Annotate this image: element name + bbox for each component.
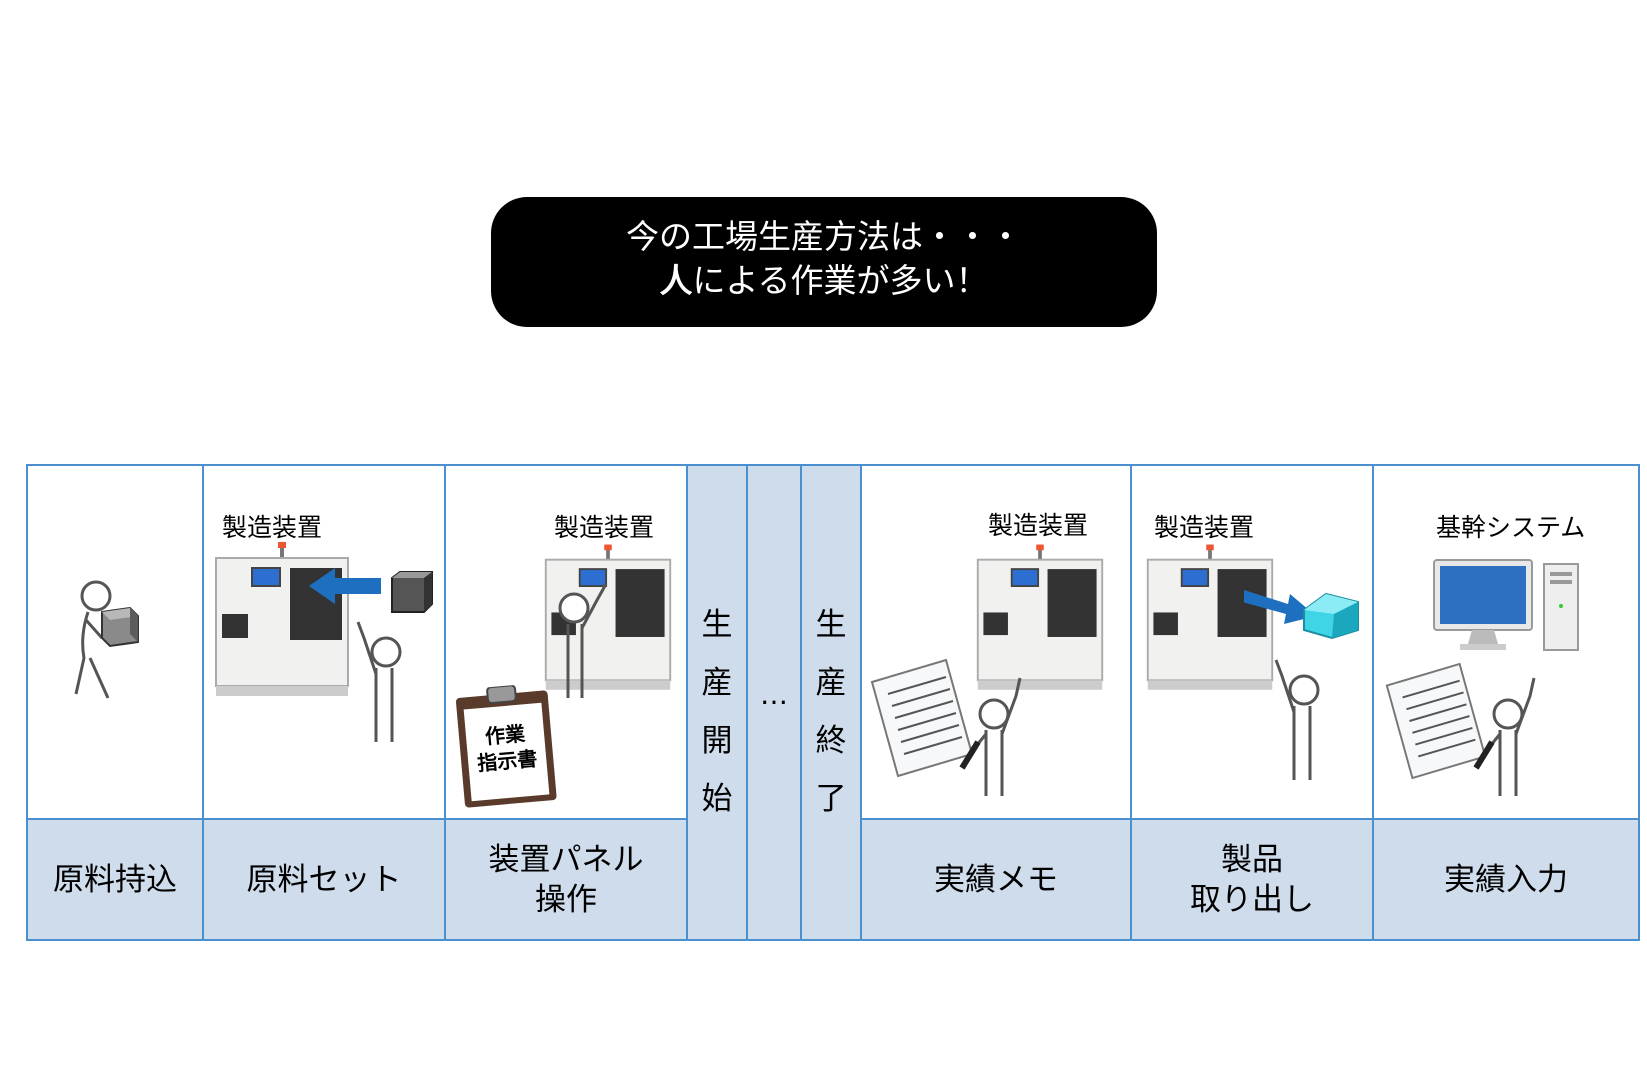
production-start-column: 生 産 開 始 (686, 464, 748, 941)
worker-carrying-box-icon (68, 576, 168, 706)
work-instruction-clipboard: 作業 指示書 (453, 682, 559, 810)
headline-emphasis: 人 (659, 261, 693, 300)
product-removal-caption: 製造装置 (1154, 513, 1255, 542)
record-input-label-text: 実績入力 (1444, 861, 1568, 898)
memo-paper-icon (868, 658, 978, 778)
production-start-char-3: 開 (701, 723, 733, 759)
headline-line-2-rest: による作業が多い！ (692, 261, 989, 300)
product-removal-label-line-1: 製品 (1221, 841, 1283, 878)
step-record-input-illustration: 基幹システム (1372, 464, 1640, 820)
clipboard-line-2: 指示書 (476, 746, 539, 776)
headline-line-2: 人による作業が多い！ (491, 259, 1157, 303)
product-removal-label-line-2: 取り出し (1190, 881, 1314, 918)
step-record-input-label: 実績入力 (1372, 818, 1640, 941)
step-record-memo-label: 実績メモ (860, 818, 1132, 941)
step-2-caption: 製造装置 (222, 513, 323, 542)
step-3-caption: 製造装置 (554, 513, 655, 542)
output-arrow-icon (1244, 580, 1316, 626)
step-3-label-line-1: 装置パネル (488, 841, 644, 878)
step-1-label-text: 原料持込 (53, 861, 177, 898)
step-2-label: 原料セット (202, 818, 446, 941)
record-input-caption: 基幹システム (1436, 513, 1586, 542)
production-end-char-4: 了 (815, 781, 847, 817)
insert-arrow-icon (309, 564, 381, 608)
worker-raising-hand-icon (1272, 656, 1332, 784)
clipboard-line-1: 作業 (484, 721, 527, 749)
production-start-char-1: 生 (701, 607, 733, 643)
step-1-label: 原料持込 (26, 818, 204, 941)
headline-banner: 今の工場生産方法は・・・ 人による作業が多い！ (491, 197, 1157, 327)
raw-material-box-icon (390, 570, 434, 614)
step-product-removal-illustration: 製造装置 (1130, 464, 1374, 820)
production-end-char-3: 終 (815, 723, 847, 759)
production-start-char-2: 産 (701, 665, 733, 701)
manufacturing-machine-icon (974, 542, 1106, 698)
step-2-illustration: 製造装置 (202, 464, 446, 820)
record-memo-label-text: 実績メモ (934, 861, 1058, 898)
worker-raising-hand-icon (354, 618, 414, 746)
step-3-label: 装置パネル 操作 (444, 818, 688, 941)
step-product-removal-label: 製品 取り出し (1130, 818, 1374, 941)
headline-line-1: 今の工場生産方法は・・・ (626, 217, 1022, 256)
worker-writing-icon (1472, 672, 1544, 800)
production-end-char-2: 産 (815, 665, 847, 701)
manufacturing-machine-icon (1144, 542, 1276, 698)
ellipsis-text: … (760, 678, 788, 711)
ellipsis-column: … (746, 464, 802, 941)
step-2-label-text: 原料セット (246, 861, 402, 898)
production-end-char-1: 生 (815, 607, 847, 643)
step-3-label-line-2: 操作 (535, 881, 597, 918)
process-flow-table: 原料持込 製造装置 (26, 464, 1640, 941)
step-record-memo-illustration: 製造装置 (860, 464, 1132, 820)
production-end-column: 生 産 終 了 (800, 464, 862, 941)
record-memo-caption: 製造装置 (988, 511, 1089, 540)
computer-terminal-icon (1432, 558, 1582, 654)
worker-touching-panel-icon (552, 578, 610, 702)
step-3-illustration: 製造装置 (444, 464, 688, 820)
worker-writing-icon (958, 672, 1030, 800)
finished-product-icon (1300, 590, 1362, 640)
production-start-char-4: 始 (701, 781, 733, 817)
step-1-illustration (26, 464, 204, 820)
